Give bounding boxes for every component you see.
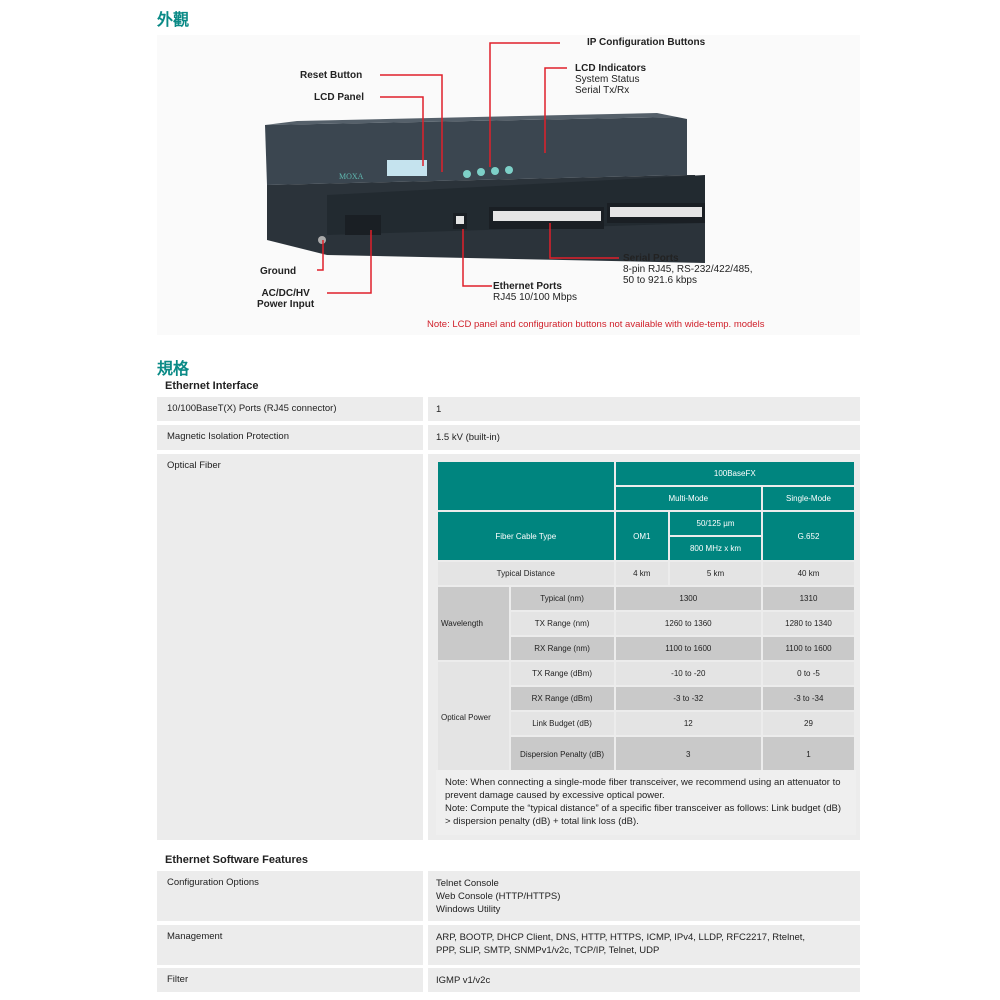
row-label: Link Budget (dB) bbox=[510, 712, 614, 735]
header-multi-mode: Multi-Mode bbox=[615, 487, 761, 510]
label-ethernet-ports: Ethernet Ports bbox=[493, 281, 562, 292]
value-line: Web Console (HTTP/HTTPS) bbox=[436, 891, 561, 902]
label-ground: Ground bbox=[260, 266, 297, 277]
fiber-cable-type-label: Fiber Cable Type bbox=[438, 512, 614, 560]
cell: -3 to -32 bbox=[615, 687, 761, 710]
ethernet-interface-heading: Ethernet Interface bbox=[165, 380, 259, 392]
cell: -3 to -34 bbox=[763, 687, 854, 710]
cell: 1300 bbox=[615, 587, 761, 610]
wavelength-label: Wavelength bbox=[438, 587, 509, 660]
cell: 29 bbox=[763, 712, 854, 735]
cell: 3 bbox=[615, 737, 761, 772]
label-serial-1: 8-pin RJ45, RS-232/422/485, bbox=[623, 264, 753, 275]
cell: 1310 bbox=[763, 587, 854, 610]
label-ip-config-buttons: IP Configuration Buttons bbox=[587, 37, 706, 48]
label-lcd-indicators: LCD Indicators bbox=[575, 63, 647, 74]
header-single-mode: Single-Mode bbox=[763, 487, 854, 510]
note-2: Note: Compute the “typical distance” of … bbox=[445, 803, 842, 827]
cell: 4 km bbox=[615, 562, 669, 585]
label-eth-desc: RJ45 10/100 Mbps bbox=[493, 292, 577, 303]
label-serial-ports: Serial Ports bbox=[623, 253, 679, 264]
value-line: Windows Utility bbox=[436, 904, 501, 915]
cell: 1280 to 1340 bbox=[763, 612, 854, 635]
row-label: TX Range (nm) bbox=[510, 612, 614, 635]
specs-title: 規格 bbox=[157, 359, 190, 378]
row-label: Dispersion Penalty (dB) bbox=[510, 737, 614, 772]
label-lcd-panel: LCD Panel bbox=[314, 92, 365, 103]
cell: 1 bbox=[763, 737, 854, 772]
row-label: TX Range (dBm) bbox=[510, 662, 614, 685]
g652: G.652 bbox=[763, 512, 854, 560]
mm-bandwidth: 800 MHz x km bbox=[670, 537, 761, 560]
note-1: Note: When connecting a single-mode fibe… bbox=[445, 777, 841, 801]
cell: 12 bbox=[615, 712, 761, 735]
spec-value: ARP, BOOTP, DHCP Client, DNS, HTTP, HTTP… bbox=[428, 925, 860, 965]
label-power-1: AC/DC/HV bbox=[261, 288, 310, 299]
appearance-title: 外觀 bbox=[157, 10, 190, 29]
cell: 40 km bbox=[763, 562, 854, 585]
cell: 1100 to 1600 bbox=[615, 637, 761, 660]
om1: OM1 bbox=[615, 512, 669, 560]
optical-power-label: Optical Power bbox=[438, 662, 509, 772]
header-100basefx: 100BaseFX bbox=[615, 462, 854, 485]
value-line: ARP, BOOTP, DHCP Client, DNS, HTTP, HTTP… bbox=[436, 932, 806, 943]
spec-value: IGMP v1/v2c bbox=[428, 968, 860, 992]
device-figure: MOXA IP Configuration Buttons LCD Indica… bbox=[157, 35, 860, 335]
label-serial-2: 50 to 921.6 kbps bbox=[623, 275, 697, 286]
cell: 5 km bbox=[670, 562, 761, 585]
lcd-panel bbox=[387, 160, 427, 176]
device-illustration: MOXA bbox=[265, 42, 705, 294]
spec-row: Management ARP, BOOTP, DHCP Client, DNS, … bbox=[157, 925, 860, 965]
spec-row: 10/100BaseT(X) Ports (RJ45 connector)1 bbox=[157, 397, 860, 421]
value-line: Telnet Console bbox=[436, 878, 499, 889]
value-line: PPP, SLIP, SMTP, SNMPv1/v2c, TCP/IP, Tel… bbox=[436, 945, 660, 956]
cell: 0 to -5 bbox=[763, 662, 854, 685]
cell: -10 to -20 bbox=[615, 662, 761, 685]
brand-logo: MOXA bbox=[339, 172, 364, 181]
optical-note: Note: When connecting a single-mode fibe… bbox=[436, 770, 856, 835]
spec-key: Optical Fiber bbox=[157, 454, 423, 840]
label-reset-button: Reset Button bbox=[300, 70, 363, 81]
spec-key: 10/100BaseT(X) Ports (RJ45 connector) bbox=[157, 397, 423, 421]
spec-value: 1 bbox=[428, 397, 860, 421]
software-heading: Ethernet Software Features bbox=[165, 854, 309, 866]
row-label: Typical (nm) bbox=[510, 587, 614, 610]
appearance-note: Note: LCD panel and configuration button… bbox=[427, 319, 765, 330]
spec-value: 1.5 kV (built-in) bbox=[428, 425, 860, 450]
label-lcd-ind-1: System Status bbox=[575, 74, 640, 85]
label-lcd-ind-2: Serial Tx/Rx bbox=[575, 85, 630, 96]
cell: 1260 to 1360 bbox=[615, 612, 761, 635]
row-label: RX Range (nm) bbox=[510, 637, 614, 660]
spec-key: Management bbox=[157, 925, 423, 965]
spec-key: Configuration Options bbox=[157, 871, 423, 921]
label-power-2: Power Input bbox=[257, 299, 315, 310]
spec-key: Magnetic Isolation Protection bbox=[157, 425, 423, 450]
row-label: RX Range (dBm) bbox=[510, 687, 614, 710]
spec-key: Filter bbox=[157, 968, 423, 992]
mm-core: 50/125 µm bbox=[670, 512, 761, 535]
cell: 1100 to 1600 bbox=[763, 637, 854, 660]
typical-distance-label: Typical Distance bbox=[438, 562, 614, 585]
